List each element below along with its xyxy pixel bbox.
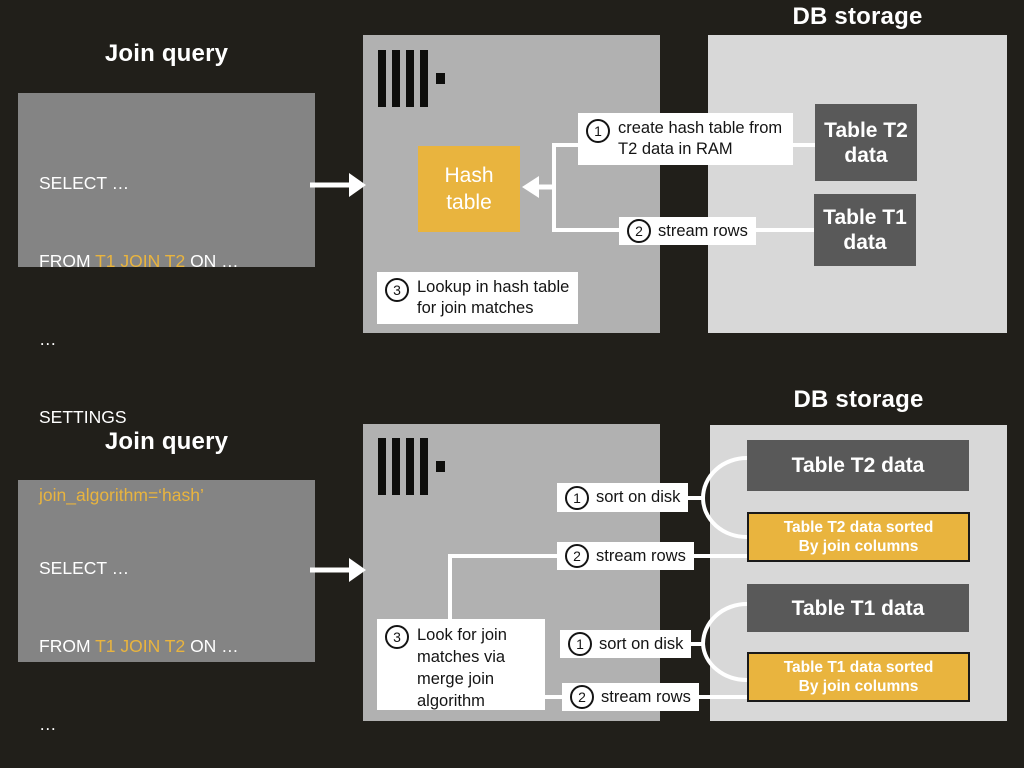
step1-sort-on-disk-label-t2: 1 sort on disk [557, 483, 689, 512]
sql-line: FROM T1 JOIN T2 ON … [39, 636, 239, 656]
table-t2-data-box-merge: Table T2 data [747, 440, 969, 491]
join-query-title-hash: Join query [104, 40, 229, 67]
circled-1-icon: 1 [568, 632, 592, 656]
sql-line: FROM T1 JOIN T2 ON … [39, 251, 239, 271]
circled-3-icon: 3 [385, 278, 409, 302]
circled-2-icon: 2 [570, 685, 594, 709]
step2-stream-rows-label-hash: 2 stream rows [619, 217, 756, 245]
query-to-server-arrow-hash [310, 173, 366, 197]
query-to-server-arrow-merge [310, 558, 366, 582]
db-storage-title-merge: DB storage [793, 386, 924, 413]
table-t1-data-box-merge: Table T1 data [747, 584, 969, 632]
circled-2-icon: 2 [565, 544, 589, 568]
sql-line: … [39, 329, 57, 349]
table-t2-data-box-hash: Table T2 data [815, 104, 917, 181]
sql-line-setting: join_algorithm=‘hash’ [39, 485, 204, 505]
sql-line: … [39, 714, 57, 734]
db-storage-title-hash: DB storage [792, 3, 923, 30]
step2-stream-rows-label-t2: 2 stream rows [557, 542, 694, 570]
table-t1-data-box-hash: Table T1 data [814, 194, 916, 266]
sql-line: SETTINGS [39, 407, 127, 427]
table-t1-sorted-box: Table T1 data sorted By join columns [747, 652, 970, 702]
sql-line: SELECT … [39, 558, 130, 578]
circled-3-icon: 3 [385, 625, 409, 649]
table-t2-sorted-box: Table T2 data sorted By join columns [747, 512, 970, 562]
clickhouse-logo-icon [378, 438, 448, 495]
sql-code-hash: SELECT … FROM T1 JOIN T2 ON … … SETTINGS… [39, 118, 239, 560]
step3-merge-join-label: 3 Look for join matches via merge join a… [377, 619, 545, 710]
db-storage-box-hash [708, 35, 1007, 333]
sql-code-merge: SELECT … FROM T1 JOIN T2 ON … … SETTINGS… [39, 503, 239, 768]
join-query-title-merge: Join query [104, 428, 229, 455]
clickhouse-logo-icon [378, 50, 448, 107]
sql-line: SELECT … [39, 173, 130, 193]
circled-1-icon: 1 [565, 485, 589, 510]
hash-table-box: Hash table [418, 146, 520, 232]
query-box-merge [18, 480, 315, 662]
query-box-hash [18, 93, 315, 267]
step1-sort-on-disk-label-t1: 1 sort on disk [560, 630, 692, 658]
step2-stream-rows-label-t1: 2 stream rows [562, 683, 699, 711]
circled-1-icon: 1 [586, 119, 610, 143]
circled-2-icon: 2 [627, 219, 651, 243]
